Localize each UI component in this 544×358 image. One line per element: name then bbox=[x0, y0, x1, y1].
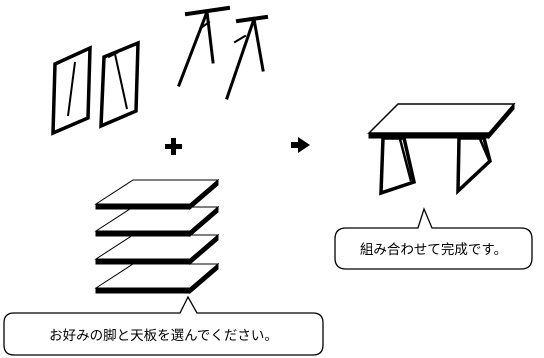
choose-caption: お好みの脚と天板を選んでください。 bbox=[49, 328, 278, 344]
combine-caption: 組み合わせて完成です。 bbox=[360, 242, 507, 258]
plus-icon bbox=[165, 138, 182, 155]
tabletop-3 bbox=[94, 233, 220, 266]
tabletop-1 bbox=[94, 178, 220, 211]
combine-callout: 組み合わせて完成です。 bbox=[334, 207, 533, 270]
finished-table bbox=[367, 102, 516, 196]
trestle-leg-left bbox=[177, 5, 231, 87]
frame-leg-left bbox=[51, 45, 92, 136]
table-leg-left bbox=[379, 136, 417, 196]
tabletop-stack bbox=[94, 178, 220, 295]
choose-callout-bubble bbox=[3, 295, 324, 356]
choose-callout: お好みの脚と天板を選んでください。 bbox=[3, 295, 324, 356]
trestle-leg-right bbox=[225, 14, 269, 100]
tabletop-2 bbox=[94, 205, 220, 238]
trestle-legs bbox=[177, 5, 269, 100]
frame-legs bbox=[51, 40, 140, 136]
table-leg-right bbox=[456, 136, 492, 196]
combine-callout-bubble bbox=[334, 207, 533, 270]
tabletop-4 bbox=[94, 262, 220, 295]
right-arrow-icon bbox=[291, 137, 310, 153]
frame-leg-right bbox=[99, 40, 140, 129]
